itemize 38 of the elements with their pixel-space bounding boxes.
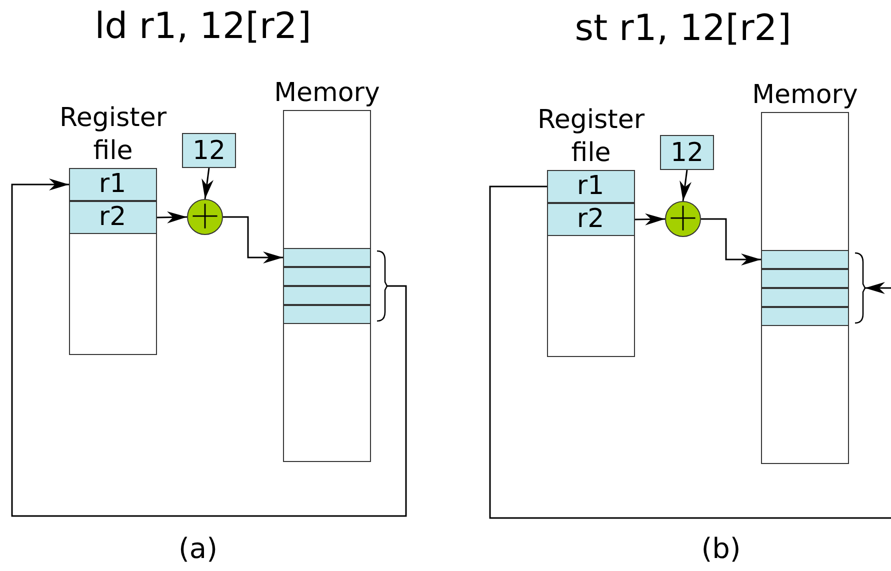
arrow — [489, 186, 891, 519]
memory-heading: Memory — [751, 79, 859, 112]
adder-circle — [187, 199, 223, 235]
memory-cell — [760, 250, 848, 268]
register-cell — [68, 168, 156, 200]
curly-brace — [855, 252, 865, 324]
offset-value: 12 — [191, 136, 227, 166]
panel-title: ld r1, 12[r2] — [94, 6, 312, 47]
adder-circle — [665, 201, 701, 237]
arrow — [680, 170, 692, 202]
memory-cell — [282, 304, 370, 324]
arrow — [701, 218, 761, 266]
memory-cell — [282, 266, 370, 286]
panel-title: st r1, 12[r2] — [574, 8, 792, 49]
arrow — [11, 178, 407, 517]
curly-brace — [377, 250, 387, 322]
memory-heading: Memory — [273, 77, 381, 110]
memory-cell — [282, 248, 370, 266]
memory-cell — [760, 288, 848, 306]
memory-cell — [282, 286, 370, 304]
arrow — [156, 211, 188, 224]
register-name: r2 — [98, 202, 128, 232]
memory-cell — [760, 268, 848, 288]
arrow — [634, 213, 666, 226]
offset-value: 12 — [669, 138, 705, 168]
register-cell — [546, 202, 634, 236]
panel-caption: (a) — [178, 532, 218, 565]
offset-box — [660, 135, 714, 170]
memory-cell — [760, 306, 848, 326]
register-cell — [546, 170, 634, 202]
register-name: r2 — [576, 204, 606, 234]
arrow — [202, 168, 214, 200]
register-name: r1 — [576, 171, 606, 201]
register-cell — [68, 200, 156, 234]
arrow — [223, 216, 283, 264]
register-name: r1 — [98, 169, 128, 199]
panel-caption: (b) — [701, 532, 741, 565]
offset-box — [182, 133, 236, 168]
